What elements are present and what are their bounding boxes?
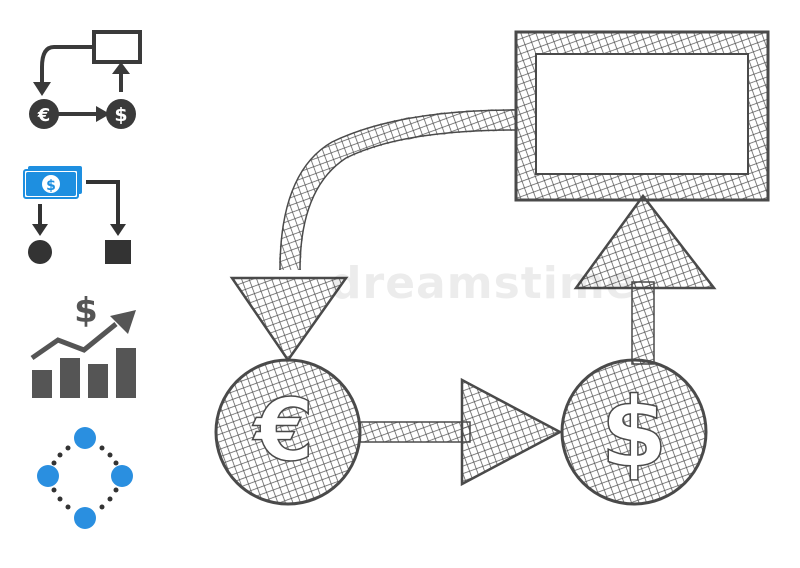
cashflow-mesh-illustration: € $ — [214, 30, 770, 506]
right-arrow — [359, 377, 563, 487]
node-circle-icon — [37, 427, 133, 529]
curve-arrow — [229, 109, 517, 363]
dollar-symbol-large: $ — [601, 377, 668, 489]
euro-coin: € — [214, 358, 362, 506]
currency-symbol: $ — [74, 292, 98, 331]
watermark-text: dreamstime — [330, 258, 637, 309]
dollar-symbol: $ — [114, 104, 127, 126]
euro-symbol: € — [37, 105, 51, 126]
up-arrow — [573, 193, 717, 365]
bill-dollar-symbol: $ — [46, 178, 56, 194]
cashflow-icon: € $ — [29, 30, 142, 129]
watermark: dreamstime — [330, 250, 637, 320]
sales-growth-icon: $ — [30, 292, 136, 398]
money-split-icon: $ — [23, 166, 131, 264]
dollar-coin: $ — [560, 358, 708, 506]
euro-symbol-large: € — [252, 381, 314, 481]
process-box — [514, 30, 770, 202]
